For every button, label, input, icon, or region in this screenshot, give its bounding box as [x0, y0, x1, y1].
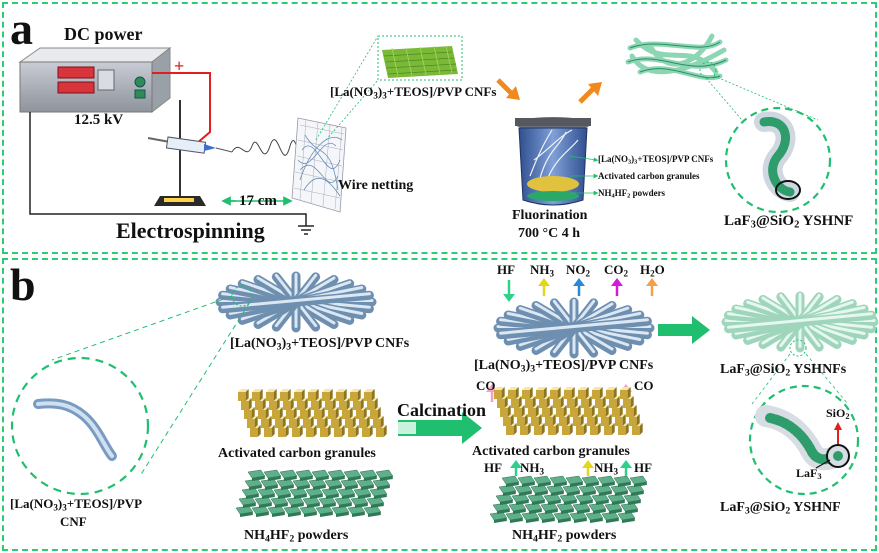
panel-a [2, 2, 877, 254]
single-cnf-zoom [10, 356, 150, 496]
nh3-label-right: NH3 [594, 460, 619, 477]
yshnf-bundle [721, 291, 879, 353]
cnf-bundle [215, 271, 377, 333]
distance-label: 17 cm [239, 193, 277, 209]
co-label-left: CO [476, 378, 496, 393]
yshnfs-label: LaF3@SiO2 YSHNFs [720, 362, 847, 379]
yshnf-label-b: LaF3@SiO2 YSHNF [720, 500, 841, 517]
crucible-nh4hf2-label: NH4HF2 powders [598, 188, 666, 200]
jet-spiral [231, 139, 305, 156]
electrospinning-label: Electrospinning [116, 218, 265, 243]
crucible-cnfs-label: [La(NO3)3+TEOS]/PVP CNFs [598, 154, 714, 166]
activated-carbon-grid-center [494, 387, 643, 435]
panel-b [2, 258, 877, 551]
nh4hf2-grid [235, 469, 394, 517]
gas-nh3: NH3 [530, 262, 555, 279]
voltage-label: 12.5 kV [74, 112, 124, 128]
cnfs-label-b-center: [La(NO3)3+TEOS]/PVP CNFs [474, 358, 654, 375]
conversion-arrow [658, 316, 710, 344]
cnfs-label-b-left: [La(NO3)3+TEOS]/PVP CNFs [230, 336, 410, 353]
activated-carbon-label-left: Activated carbon granules [218, 446, 376, 461]
nh4hf2-grid-center [489, 475, 648, 523]
ground-icon [298, 225, 314, 235]
hf-nh3-arrows [510, 460, 632, 476]
nh4hf2-label-left: NH4HF2 powders [244, 528, 349, 545]
cnf-label: [La(NO3)3+TEOS]/PVP [10, 496, 143, 513]
sio2-label: SiO2 [826, 406, 850, 422]
nh3-label-left: NH3 [520, 460, 545, 477]
cnf-bundle-center [493, 297, 655, 359]
panel-b-label: b [10, 259, 36, 310]
calcination-label: Calcination [397, 400, 487, 420]
syringe-stand [154, 100, 206, 206]
gas-co2: CO2 [604, 262, 629, 279]
hf-label-left: HF [484, 460, 503, 475]
wire-netting [291, 117, 347, 213]
crucible-carbon-label: Activated carbon granules [598, 171, 700, 181]
gas-no2: NO2 [566, 262, 591, 279]
cnf-mat [377, 35, 463, 81]
yshnf-zoom-a [724, 106, 832, 214]
dc-power-box [18, 46, 172, 114]
hf-label-right: HF [634, 460, 653, 475]
dc-power-label: DC power [64, 24, 143, 44]
fluorination-label: Fluorination [512, 208, 588, 223]
activated-carbon-grid [238, 389, 387, 437]
ground-wire [29, 112, 206, 215]
yshnf-label-a: LaF3@SiO2 YSHNF [724, 213, 854, 231]
cnf-label-line2: CNF [60, 514, 87, 529]
syringe-icon [147, 136, 233, 154]
gas-h2o: H2O [640, 262, 665, 279]
gas-hf: HF [497, 262, 516, 277]
calcination-arrow [398, 412, 482, 444]
crucible-icon [515, 117, 591, 206]
wire-netting-label: Wire netting [338, 178, 414, 193]
temperature-label: 700 °C 4 h [518, 226, 580, 241]
gas-arrows [503, 278, 658, 302]
positive-wire [152, 72, 211, 145]
nh4hf2-label-center: NH4HF2 powders [512, 528, 617, 545]
laf3-label: LaF3 [796, 466, 822, 482]
cnfs-label-a: [La(NO3)3+TEOS]/PVP CNFs [330, 84, 497, 101]
activated-carbon-label-center: Activated carbon granules [472, 444, 630, 459]
product-fiber-cluster [625, 33, 729, 81]
plus-sign: + [174, 56, 185, 76]
panel-a-label: a [10, 3, 33, 54]
yshnf-zoom-b [748, 384, 860, 496]
co-label-right: CO [634, 378, 654, 393]
